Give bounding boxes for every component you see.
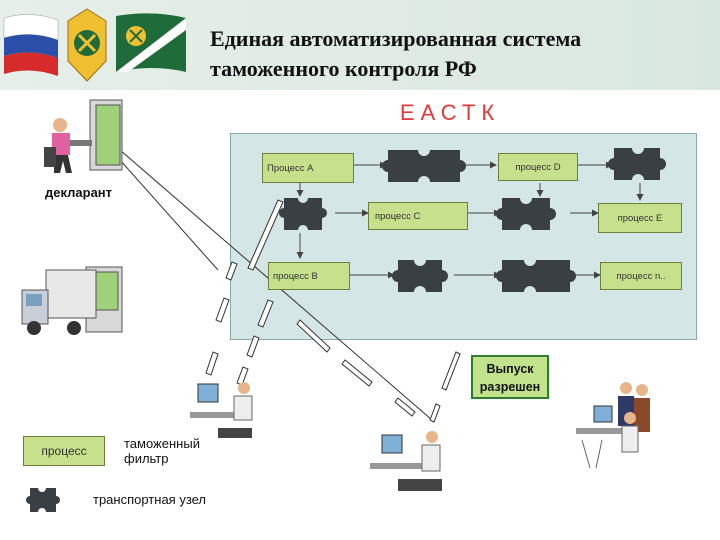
legend-transport-node: транспортная узел: [93, 492, 207, 507]
process-a: Процесс А: [262, 153, 354, 183]
process-d: процесс D: [498, 153, 578, 181]
puzzle-node-icon: [496, 260, 576, 292]
customs-operator-icon: [370, 431, 442, 491]
system-name: ЕАСТК: [399, 100, 501, 125]
russian-flag-icon: [3, 14, 59, 76]
customs-operator-icon: [190, 382, 253, 438]
dashed-data-flow: [205, 199, 461, 423]
release-allowed-box: Выпуск разрешен: [471, 355, 549, 399]
legend-process-box: процесс: [23, 436, 105, 466]
legend-customs-filter: таможенный фильтр: [124, 436, 200, 466]
title-line-2: таможенного контроля РФ: [210, 56, 477, 81]
transport-node-legend-icon: [26, 488, 60, 512]
flow-arrows: [296, 161, 644, 279]
process-c: процесс С: [368, 202, 468, 230]
puzzle-node-icon: [279, 198, 327, 230]
puzzle-node-icons: [26, 148, 666, 512]
process-b: процесс В: [268, 262, 350, 290]
puzzle-node-icon: [392, 260, 448, 292]
declarant-workstation-icon: [44, 99, 123, 173]
title-line-1: Единая автоматизированная система: [210, 26, 582, 51]
process-n: процесс n..: [600, 262, 682, 290]
release-line-2: разрешен: [479, 380, 541, 394]
release-line-1: Выпуск: [486, 362, 534, 376]
legend-customs-filter-line-1: таможенный: [124, 436, 200, 451]
puzzle-node-icon: [496, 198, 556, 230]
customs-flag-icon: [116, 13, 186, 72]
legend-customs-filter-line-2: фильтр: [124, 451, 169, 466]
process-e: процесс Е: [598, 203, 682, 233]
puzzle-node-icon: [608, 148, 666, 180]
customs-emblem-icon: [67, 8, 107, 82]
declarant-label: декларант: [45, 185, 113, 200]
puzzle-node-icon: [382, 150, 466, 182]
officers-group-icon: [576, 382, 650, 469]
truck-icon: [21, 266, 123, 335]
page-title: Единая автоматизированная система таможе…: [210, 24, 680, 84]
